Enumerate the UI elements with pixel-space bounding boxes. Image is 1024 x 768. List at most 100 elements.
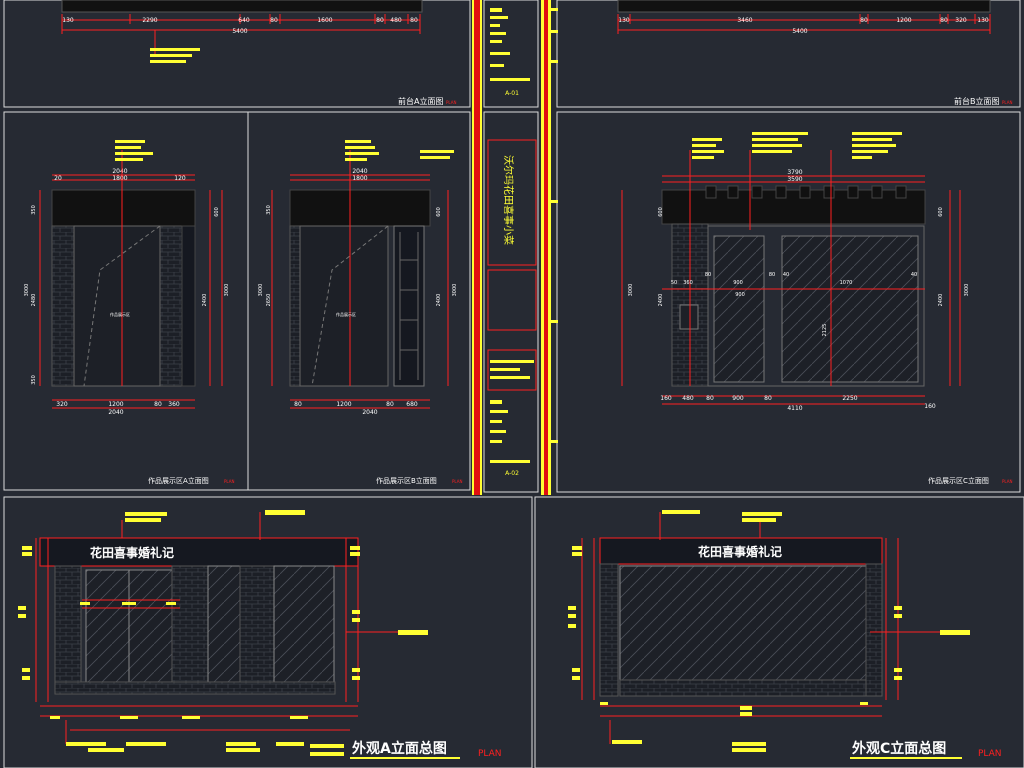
works-b-bottom-0: 80 <box>294 401 302 408</box>
works-b-right-1: 2400 <box>436 294 442 307</box>
exterior-a-brick-mid-1 <box>171 565 209 691</box>
exterior-a-window-1 <box>207 565 241 683</box>
works-c-height: 2125 <box>822 324 828 337</box>
works-c-bottom-3: 900 <box>732 395 744 402</box>
front-a-plan-tag: PLAN <box>446 100 456 105</box>
strip-middle-text: 沃尔玛花田喜事小菜 <box>502 155 515 245</box>
works-a-brick-left <box>51 225 75 387</box>
front-a-dim-6: 480 <box>390 17 402 24</box>
works-c-mid-2: 80 <box>705 272 711 278</box>
exterior-c-title: 外观C立面总图 <box>852 740 946 757</box>
front-b-dim-6: 130 <box>977 17 989 24</box>
works-a-title: 作品展示区A立面图 <box>148 476 209 485</box>
front-b-title: 前台B立面图 <box>954 96 1000 106</box>
works-c-bottom-5: 2250 <box>842 395 857 402</box>
works-c-header-block <box>661 189 926 225</box>
works-c-glass-right <box>781 235 919 383</box>
front-a-dim-0: 130 <box>62 17 74 24</box>
front-a-dim-7: 80 <box>410 17 418 24</box>
front-a-dim-2: 640 <box>238 17 250 24</box>
works-b-bottom-1: 1200 <box>336 401 351 408</box>
works-b-left-2: 350 <box>266 205 272 215</box>
works-c-right-2: 3000 <box>964 284 970 297</box>
exterior-a-title: 外观A立面总图 <box>352 740 447 757</box>
works-a-dim-sub: 1800 <box>112 175 127 182</box>
exterior-c-brick-right <box>865 563 883 697</box>
exterior-c-sign-text: 花田喜事婚礼记 <box>698 544 782 559</box>
works-c-center: 900 <box>735 292 745 298</box>
front-b-dim-total: 5400 <box>792 28 807 35</box>
works-c-bottom-1: 480 <box>682 395 694 402</box>
works-b-left-1: 2650 <box>266 294 272 307</box>
front-b-dim-0: 130 <box>618 17 630 24</box>
frame-exterior-a <box>3 496 533 768</box>
front-a-dim-total: 5400 <box>232 28 247 35</box>
exterior-a-plan-tag: PLAN <box>478 749 502 759</box>
title-block-middle: 沃尔玛花田喜事小菜 A-01 A-02 <box>483 0 558 493</box>
exterior-a-elevation: 花田喜事婚礼记 <box>18 510 502 759</box>
works-b-left-0: 3000 <box>258 284 264 297</box>
works-a-bottom-1: 1200 <box>108 401 123 408</box>
front-a-elevation: 130 2290 640 80 1600 80 480 80 5400 前台A立… <box>61 0 456 106</box>
works-b-inner-label: 作品展示区 <box>336 311 356 317</box>
frame-front-a <box>3 0 471 108</box>
works-b-brick-left <box>289 225 301 387</box>
exterior-c-fascia <box>599 537 883 565</box>
frame-exterior-c <box>534 496 1024 768</box>
works-b-title: 作品展示区B立面图 <box>376 476 437 485</box>
title-strip-right <box>541 0 551 495</box>
front-a-dim-1: 2290 <box>142 17 157 24</box>
exterior-a-annotation-bars <box>18 510 428 756</box>
works-b-dim-top: 2040 <box>352 168 367 175</box>
works-b-right-0: 600 <box>436 207 442 217</box>
title-strip-left <box>472 0 482 495</box>
exterior-c-elevation: 花田喜事婚礼记 外观C立面总图 PLAN <box>568 510 1002 759</box>
exterior-a-brick-left <box>54 565 82 691</box>
works-a-right-0: 600 <box>214 207 220 217</box>
works-c-right-1: 2400 <box>938 294 944 307</box>
works-a-bottom-3: 360 <box>168 401 180 408</box>
works-a-right-2: 3000 <box>224 284 230 297</box>
frame-front-b <box>556 0 1021 108</box>
works-c-mid-7: 40 <box>911 272 917 278</box>
works-b-bottom-total: 2040 <box>362 409 377 416</box>
frame-works-c <box>556 111 1021 493</box>
works-c-dim-top: 3790 <box>787 169 802 176</box>
works-b-dim-sub: 1800 <box>352 175 367 182</box>
works-b-shelf <box>393 225 425 387</box>
strip-top-code: A-01 <box>505 90 519 97</box>
exterior-c-plan-tag: PLAN <box>978 749 1002 759</box>
front-b-plan-tag: PLAN <box>1002 100 1012 105</box>
works-a-header-block <box>51 189 196 227</box>
works-c-mid-6: 1070 <box>840 280 853 286</box>
works-c-left-2: 2400 <box>658 294 664 307</box>
works-c-crenellations <box>705 185 907 199</box>
works-c-bottom-6: 160 <box>924 403 936 410</box>
works-a-left-3: 350 <box>31 375 37 385</box>
front-a-dim-ticks <box>61 14 421 34</box>
works-c-bottom-4: 80 <box>764 395 772 402</box>
frame-works-b <box>247 111 471 491</box>
works-b-bottom-2: 80 <box>386 401 394 408</box>
exterior-c-brick-left <box>599 563 619 697</box>
works-c-right-0: 600 <box>938 207 944 217</box>
front-a-dim-5: 80 <box>376 17 384 24</box>
exterior-a-fascia <box>39 537 359 567</box>
exterior-a-window-2 <box>273 565 335 683</box>
works-b-door <box>299 225 389 387</box>
front-b-dim-3: 1200 <box>896 17 911 24</box>
works-a-bottom-2: 80 <box>154 401 162 408</box>
works-c-elevation: 3790 3590 50 360 80 900 80 40 1070 40 <box>621 132 1012 485</box>
works-c-bottom-total: 4110 <box>787 405 802 412</box>
works-a-elevation: 2040 1800 20 120 3000 2480 350 350 600 2… <box>24 140 234 485</box>
works-c-plan-tag: PLAN <box>1002 479 1012 484</box>
front-b-dim-4: 80 <box>940 17 948 24</box>
front-a-dim-3: 80 <box>270 17 278 24</box>
front-b-dim-5: 320 <box>955 17 967 24</box>
works-a-inner-label: 作品展示区 <box>110 311 130 317</box>
works-c-dim-sub: 3590 <box>787 176 802 183</box>
strip-mid-code: A-02 <box>505 470 519 477</box>
works-c-left-0: 3000 <box>628 284 634 297</box>
front-a-title: 前台A立面图 <box>398 96 443 106</box>
